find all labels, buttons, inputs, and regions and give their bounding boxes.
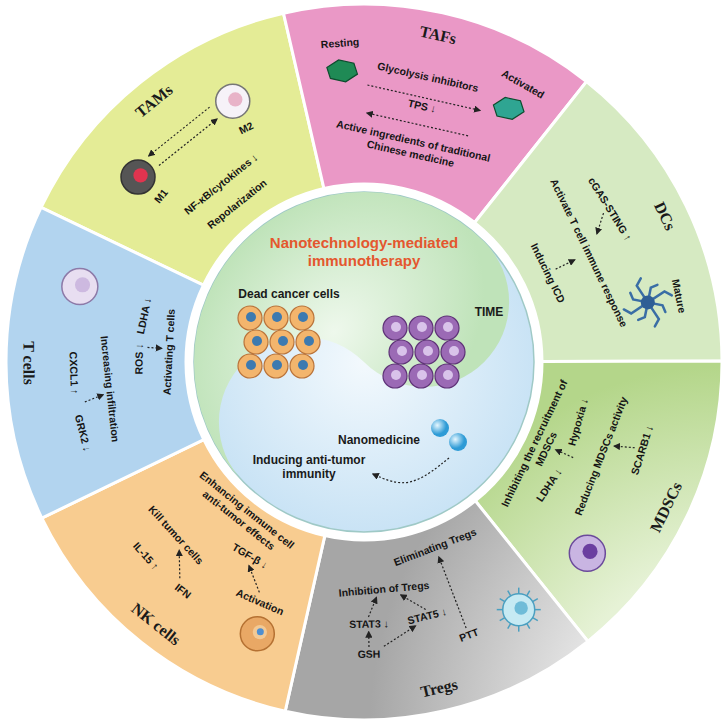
heading-text: T cells [19,341,38,385]
label-text: Kill tumor cells [146,503,206,567]
heading-text: NK cells [127,599,184,650]
label-text: Glycolysis inhibitors [376,60,480,95]
label-text: LDHA ↓ [134,296,154,335]
tumor-cells [383,316,465,388]
label-text: CXCL1 ↑ [67,351,81,394]
t-cell [62,269,98,305]
dendritic-cell [624,278,672,326]
label-text: IFN [172,581,193,601]
resting-fibroblast [327,60,358,82]
dotted-arrow [384,626,415,646]
dotted-arrow [556,260,575,269]
label-text: PTT [457,625,480,644]
treg-spikes [497,588,541,632]
treg-cell [503,594,535,626]
label-text: STAT3 ↓ [349,617,389,630]
nk-cell [240,617,274,651]
label-text: TIME [475,305,504,319]
label-text: Inhibiting the recruitment of MDSCs [498,378,581,515]
heading-text: Tregs [419,675,460,702]
label-text: IL-15 ↑ [130,539,161,572]
label-text: Activated [499,67,546,101]
mdsc-cell [569,535,605,571]
label-text: SCARB1 ↓ [629,424,657,477]
dotted-arrow [597,213,604,233]
label-text: Inducing ICD [529,241,569,305]
label-text: GSH [358,647,381,660]
dotted-arrow [373,458,449,483]
label-text: Inducing anti-tumor immunity [249,453,369,482]
heading-text: MDSCs [646,478,686,534]
dotted-arrow [368,632,369,647]
label-text: NF-κB/cytokines ↓ [182,151,260,217]
label-text: cGAS-STING ↑ [586,175,635,243]
label-text: TGF-β ↓ [230,541,270,572]
dotted-arrow [556,450,573,458]
dotted-arrow [439,557,466,628]
label-text: Activating T cells [161,309,178,396]
label-text: STAT5 ↓ [407,605,449,627]
dotted-arrow [367,113,468,136]
activated-fibroblast [493,97,524,119]
label-text: Reducing MDSCs activity [572,395,630,517]
heading-text: Nanotechnology-mediated immunotherapy [244,234,484,270]
label-text: Repolarization [205,176,269,231]
dotted-arrow [85,395,103,402]
heading-text: TAFs [418,22,458,49]
label-text: Increasing infiltration [98,336,122,444]
nanoparticle [431,419,449,437]
label-text: Activate T cell immune response [548,177,631,330]
label-text: Nanomedicine [338,433,420,447]
dotted-arrow [614,446,634,448]
dotted-arrow [367,85,479,110]
label-text: Active ingredients of traditional Chines… [332,118,494,178]
heading-text: DCs [650,198,680,233]
dotted-arrow [159,119,217,165]
m1-macrophage [121,160,155,194]
dotted-arrow [368,598,376,617]
dead-cancer-cells [238,306,320,378]
dotted-arrow [249,566,259,593]
label-text: ROS ↓ [132,343,145,374]
label-text: TPS ↓ [406,97,437,116]
dotted-arrow [401,595,426,609]
dotted-arrow [147,347,161,349]
m2-macrophage [216,84,250,118]
label-text: M2 [237,119,256,137]
label-text: Dead cancer cells [238,287,339,301]
label-text: Eliminating Tregs [392,525,478,568]
label-text: LDHA ↓ [534,466,565,504]
label-text: M1 [152,186,171,205]
nanoparticle [449,433,467,451]
label-text: GRK2 ↓ [72,413,93,452]
dotted-arrow [179,551,181,579]
label-text: Resting [320,35,359,50]
label-text: Inhibition of Tregs [338,579,430,599]
heading-text: TAMs [132,80,177,121]
label-text: Hypoxia ↓ [565,396,590,447]
label-text: Activation [234,587,286,619]
